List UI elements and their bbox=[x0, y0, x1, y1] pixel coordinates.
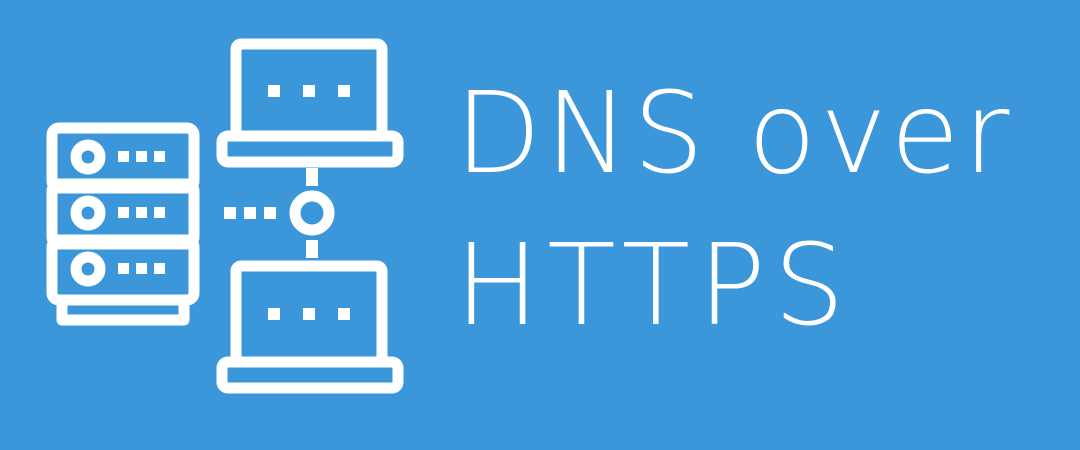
banner-title: DNS over HTTPS bbox=[455, 78, 1013, 342]
server-status-dots bbox=[118, 151, 165, 274]
server-rack-icon bbox=[46, 122, 200, 326]
network-connector-icon bbox=[224, 168, 335, 258]
title-line-1: DNS over bbox=[455, 69, 1014, 199]
title-line-2: HTTPS bbox=[455, 221, 853, 351]
network-illustration bbox=[46, 38, 404, 394]
laptop-bottom-icon bbox=[216, 260, 404, 394]
laptop-top-icon bbox=[216, 38, 404, 168]
